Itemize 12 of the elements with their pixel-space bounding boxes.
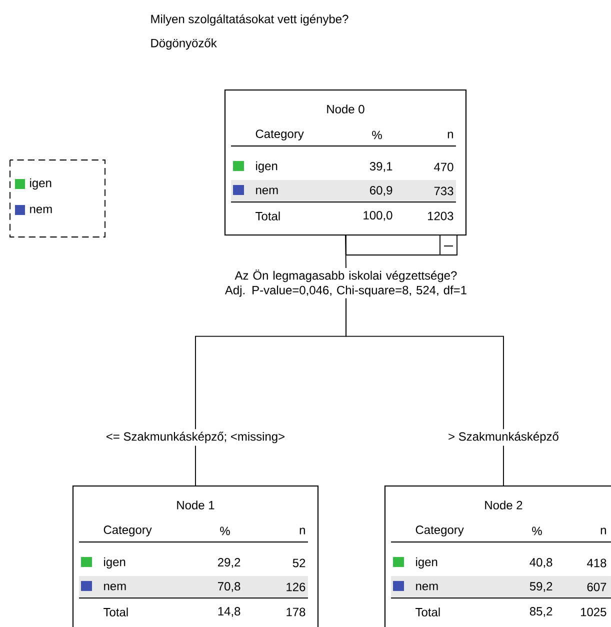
- node-table: Node 1 Category % n igen 29,2 52 nem 70,8 126 Total 14,8 178: [72, 485, 319, 627]
- legend-label: nem: [30, 206, 52, 214]
- split-text: Az Ön legmagasabb iskolai végzettsége? Adj. P-value=0,046, Chi-square=8, 524, df=1: [224, 270, 466, 297]
- node-table: Node 0 Category % n igen 39,1 470 nem 60,9 733 Total 100,0 1203: [224, 89, 467, 236]
- subtitle: Dögönyözők: [151, 38, 217, 50]
- title: Milyen szolgáltatásokat vett igénybe?: [151, 14, 348, 26]
- legend-label: igen: [30, 178, 52, 190]
- node-table: Node 2 Category % n igen 40,8 418 nem 59,2 607 Total 85,2 1025: [384, 485, 611, 627]
- edge-label: > Szakmunkásképző: [448, 432, 558, 444]
- edge-label: <= Szakmunkásképző; <missing>: [106, 432, 284, 444]
- connector: [346, 298, 504, 486]
- connector: [345, 235, 346, 268]
